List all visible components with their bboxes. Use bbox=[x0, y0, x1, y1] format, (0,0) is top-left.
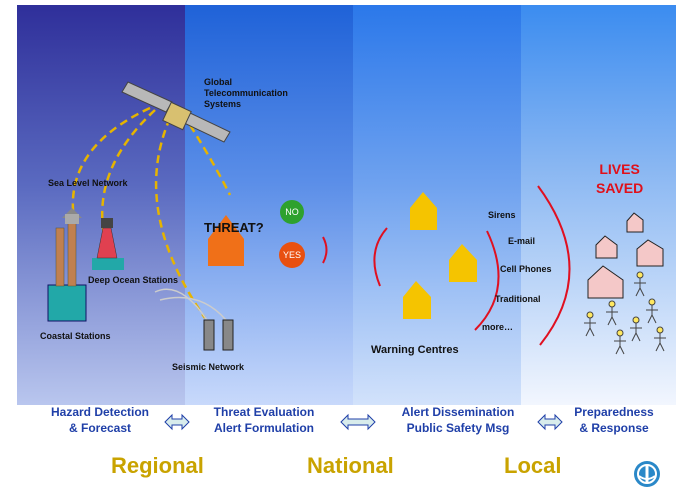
double-arrow-icon bbox=[537, 413, 563, 431]
threat-arc bbox=[188, 124, 232, 196]
channel-cell-phones: Cell Phones bbox=[500, 264, 552, 274]
stage-line: Preparedness bbox=[574, 405, 654, 419]
channel-traditional: Traditional bbox=[495, 294, 541, 304]
warning-house-icon bbox=[410, 192, 437, 230]
region-local: Local bbox=[504, 453, 562, 478]
stage-alert-dissemination: Alert Dissemination Public Safety Msg bbox=[385, 404, 531, 436]
regional-band bbox=[17, 5, 185, 405]
warning-house-icon bbox=[403, 281, 431, 319]
satellite-icon bbox=[121, 81, 231, 143]
seismic-network-label: Seismic Network bbox=[172, 362, 245, 372]
no-badge: NO bbox=[280, 200, 304, 224]
threat-house-icon bbox=[208, 215, 244, 266]
global-telecom-line: Systems bbox=[204, 99, 242, 109]
deep-ocean-stations-label: Deep Ocean Stations bbox=[88, 275, 179, 285]
channel-bracket-outer bbox=[537, 185, 571, 346]
channel-email: E-mail bbox=[508, 236, 536, 246]
stage-hazard-detection: Hazard Detection & Forecast bbox=[35, 404, 165, 436]
double-arrow-icon bbox=[340, 413, 376, 431]
coastal-station-icon bbox=[47, 208, 87, 322]
sea-level-arc bbox=[71, 106, 151, 226]
yes-bracket bbox=[322, 236, 328, 264]
coastal-stations-label: Coastal Stations bbox=[40, 331, 111, 341]
stage-line: Hazard Detection bbox=[50, 405, 150, 419]
people-icon bbox=[584, 271, 666, 355]
double-arrow-icon bbox=[164, 413, 190, 431]
stage-line: Threat Evaluation bbox=[213, 405, 315, 419]
stage-preparedness: Preparedness & Response bbox=[564, 404, 664, 436]
seismic-arc bbox=[154, 117, 207, 319]
organization-logo-icon bbox=[634, 461, 660, 487]
dissemination-band bbox=[353, 5, 521, 405]
stage-line: Alert Dissemination bbox=[401, 405, 515, 419]
channel-bracket-inner bbox=[474, 230, 500, 331]
lives-saved-line: LIVES bbox=[599, 161, 640, 177]
lives-saved-label: LIVES SAVED bbox=[596, 160, 643, 198]
deep-ocean-buoy-icon bbox=[92, 218, 124, 270]
global-telecom-line: Global bbox=[204, 77, 233, 87]
global-telecom-label: Global Telecommunication Systems bbox=[204, 77, 288, 110]
stage-line: & Response bbox=[579, 421, 649, 435]
stage-line: Alert Formulation bbox=[213, 421, 314, 435]
channel-more: more… bbox=[482, 322, 514, 332]
warning-bracket-left bbox=[373, 227, 388, 287]
sea-level-network-label: Sea Level Network bbox=[48, 178, 128, 188]
global-telecom-line: Telecommunication bbox=[204, 88, 288, 98]
lives-saved-line: SAVED bbox=[596, 180, 644, 196]
local-band bbox=[521, 5, 676, 405]
warning-house-icon bbox=[449, 244, 477, 282]
region-national: National bbox=[307, 453, 394, 478]
warning-centres-label: Warning Centres bbox=[371, 344, 459, 356]
stage-threat-evaluation: Threat Evaluation Alert Formulation bbox=[198, 404, 330, 436]
stage-line: & Forecast bbox=[68, 421, 132, 435]
seismic-sensor-icon bbox=[154, 288, 234, 351]
region-regional: Regional bbox=[111, 453, 204, 478]
stage-line: Public Safety Msg bbox=[406, 421, 510, 435]
channel-sirens: Sirens bbox=[488, 210, 516, 220]
yes-badge: YES bbox=[279, 242, 305, 268]
threat-label: THREAT? bbox=[204, 220, 264, 235]
community-houses-icon bbox=[587, 212, 664, 299]
